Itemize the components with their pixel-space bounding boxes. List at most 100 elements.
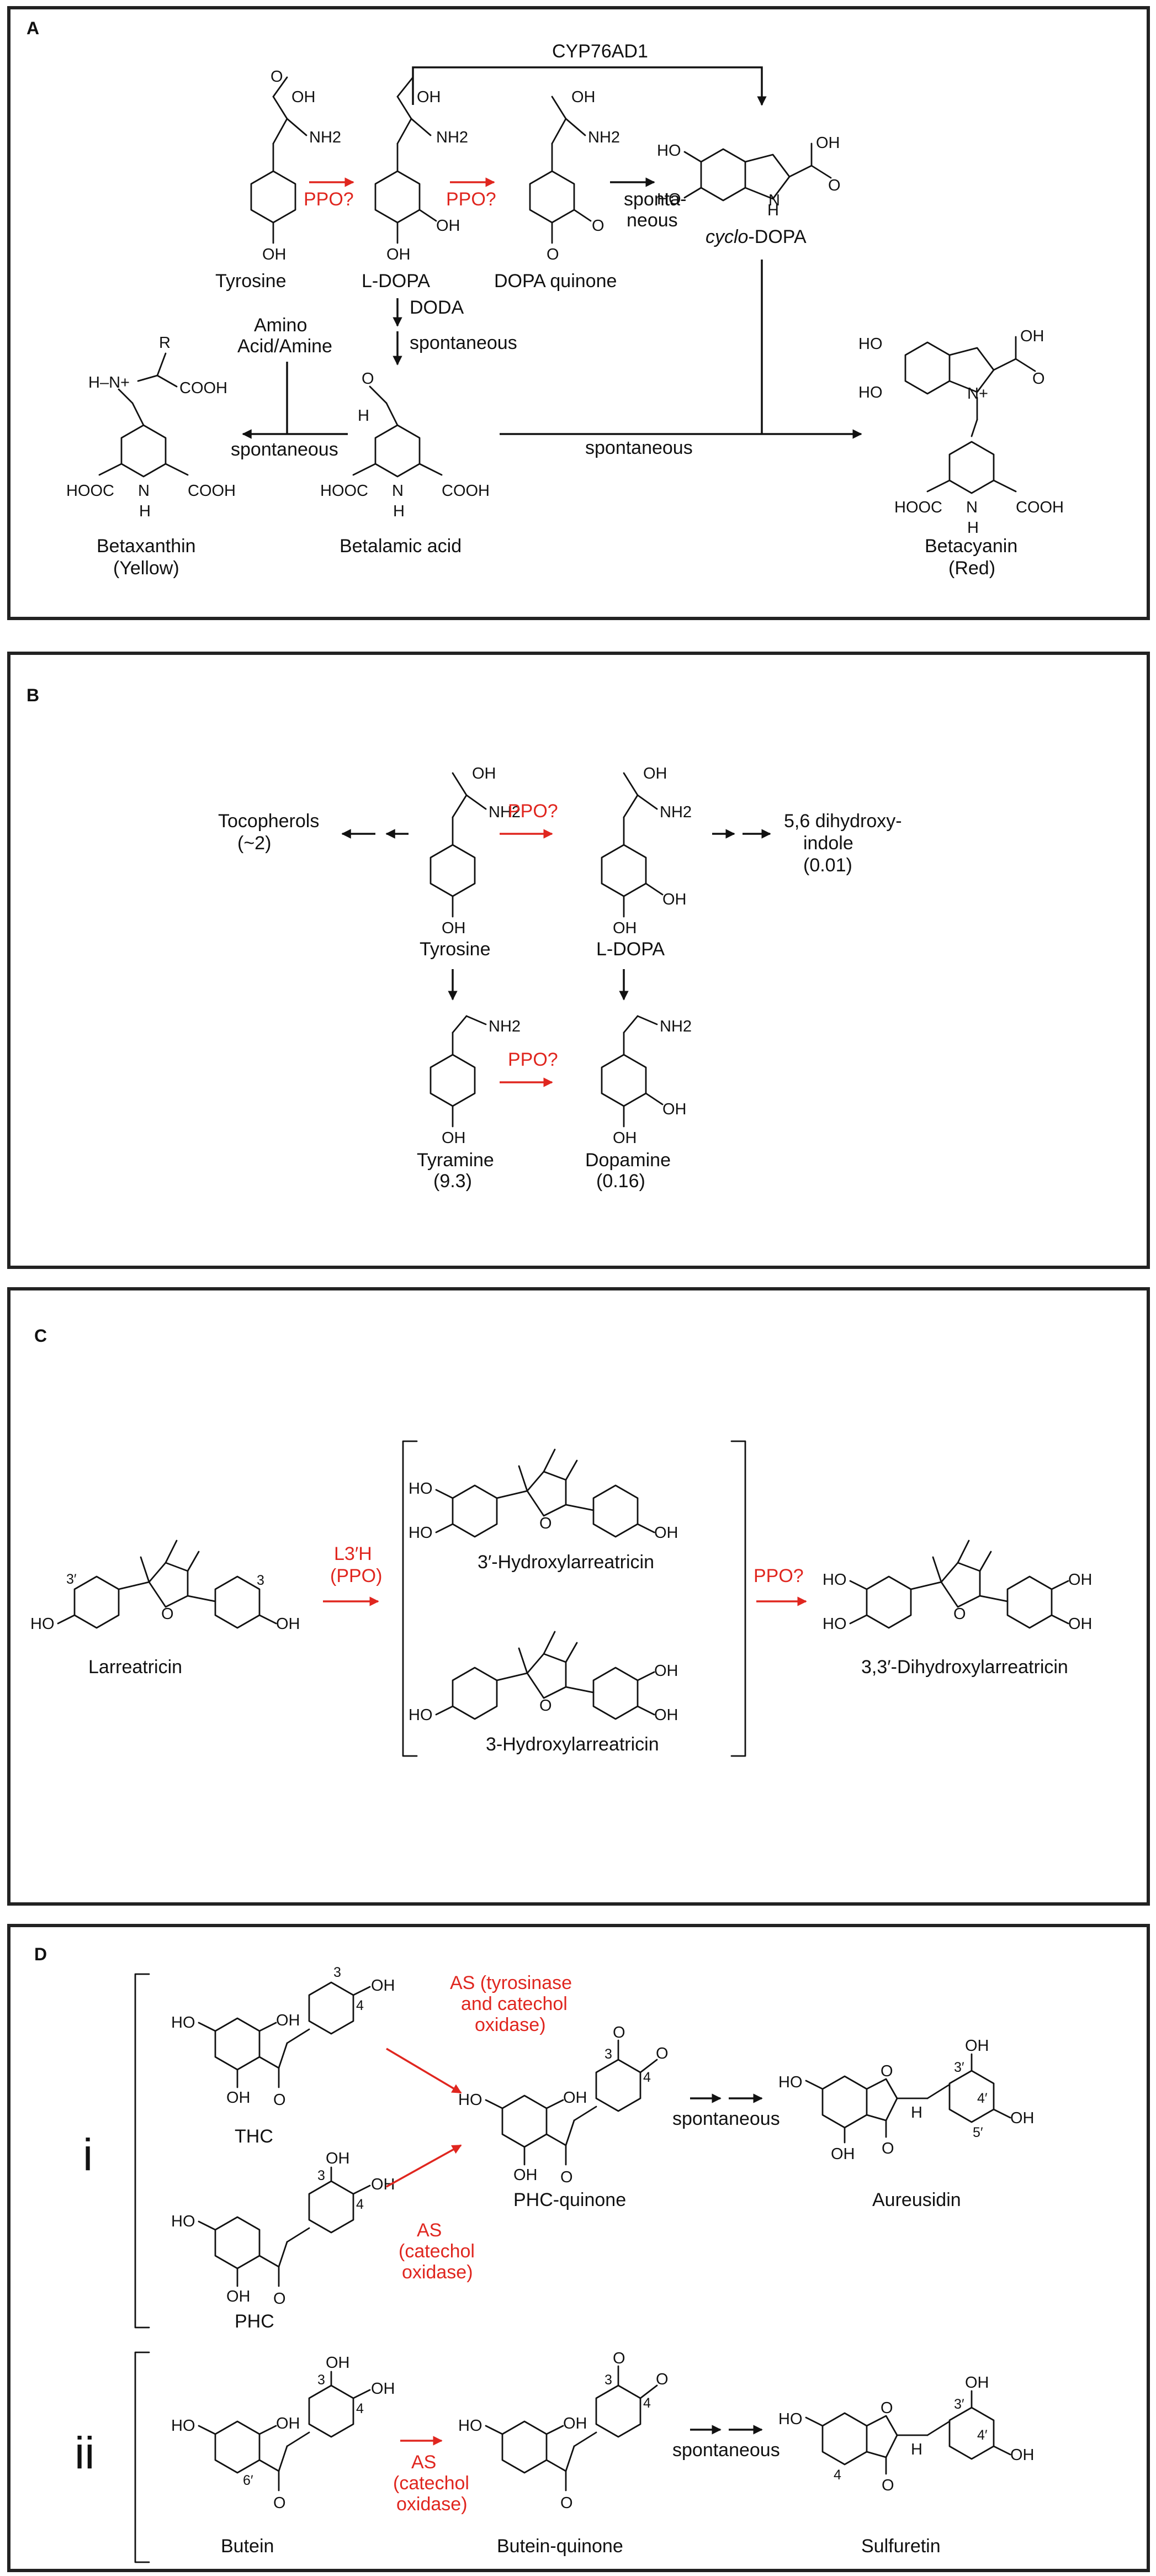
sulfuretin-structure: HO O O H OH OH 3′ 4′ 4: [778, 2374, 1035, 2494]
svg-text:OH: OH: [571, 88, 596, 106]
as3-label-3: oxidase): [396, 2494, 468, 2515]
svg-text:O: O: [613, 2024, 625, 2041]
svg-text:O: O: [560, 2168, 573, 2186]
spont-label-i: spontaneous: [672, 2108, 780, 2129]
svg-text:OH: OH: [965, 2037, 989, 2055]
svg-text:NH2: NH2: [660, 1018, 692, 1035]
svg-text:4: 4: [356, 2197, 364, 2212]
svg-text:3: 3: [604, 2046, 612, 2062]
svg-text:4: 4: [356, 2401, 364, 2416]
buteinquinone-label: Butein-quinone: [497, 2536, 623, 2557]
dopamine-label-1: Dopamine: [585, 1150, 671, 1171]
doda-label: DODA: [410, 297, 464, 318]
svg-text:O: O: [953, 1605, 966, 1623]
svg-text:HO: HO: [858, 335, 883, 353]
phc-label: PHC: [235, 2311, 274, 2332]
l3h-label-2: (PPO): [330, 1565, 382, 1586]
svg-text:HO: HO: [858, 384, 883, 401]
svg-text:H: H: [911, 2441, 922, 2458]
svg-text:H: H: [767, 202, 779, 219]
dopaquinone-label: DOPA quinone: [494, 271, 617, 292]
as3-label-1: AS: [411, 2452, 436, 2473]
svg-text:5′: 5′: [973, 2125, 983, 2140]
svg-text:O: O: [1032, 370, 1045, 388]
svg-text:NH2: NH2: [489, 803, 521, 821]
svg-text:HO: HO: [458, 2417, 482, 2435]
svg-text:OH: OH: [1010, 2109, 1035, 2127]
betalamic-label: Betalamic acid: [340, 536, 462, 557]
svg-text:OH: OH: [326, 2354, 350, 2372]
svg-text:OH: OH: [654, 1706, 678, 1724]
cyp76ad1-label: CYP76AD1: [552, 41, 648, 62]
svg-text:HO: HO: [657, 191, 681, 208]
svg-text:O: O: [882, 2477, 894, 2494]
svg-text:3: 3: [317, 2372, 325, 2388]
hydroxy3-label: 3-Hydroxylarreatricin: [486, 1734, 659, 1755]
svg-text:OH: OH: [831, 2145, 855, 2163]
indole-label-1: 5,6 dihydroxy-: [784, 811, 902, 832]
svg-text:O: O: [539, 1697, 552, 1715]
svg-text:3: 3: [317, 2168, 325, 2183]
panel-b: B OH NH2 OH Tyrosine Tocopherols (~2) PP…: [7, 652, 1150, 1269]
svg-text:OH: OH: [643, 765, 667, 782]
panel-c: C HO OH O 3′ 3 Larreatricin L3′H (PPO): [7, 1287, 1150, 1906]
svg-text:R: R: [159, 334, 171, 352]
svg-text:NH2: NH2: [309, 129, 341, 146]
panel-a-frame: [7, 6, 1150, 620]
svg-text:NH2: NH2: [660, 803, 692, 821]
svg-text:N: N: [392, 482, 404, 500]
betaxanthin-label-1: Betaxanthin: [97, 536, 196, 557]
panel-d: D i ii HO OH OH O OH 3 4 THC: [7, 1924, 1150, 2572]
svg-text:OH: OH: [1020, 327, 1044, 345]
svg-text:H: H: [911, 2104, 922, 2122]
svg-text:HO: HO: [778, 2410, 803, 2428]
svg-text:3′: 3′: [954, 2060, 964, 2075]
svg-text:NH2: NH2: [489, 1018, 521, 1035]
panel-a: A CYP76AD1 OH O NH2 OH Tyrosine PPO?: [7, 6, 1150, 620]
betacyanin-label-2: (Red): [948, 558, 995, 579]
svg-text:OH: OH: [276, 2415, 300, 2432]
svg-text:O: O: [656, 2371, 669, 2388]
svg-text:HOOC: HOOC: [320, 482, 368, 500]
svg-text:OH: OH: [654, 1662, 678, 1680]
thc-structure: HO OH OH O OH 3 4: [171, 1965, 395, 2109]
svg-text:O: O: [362, 370, 374, 388]
svg-text:H: H: [393, 502, 405, 520]
tocopherols-label-1: Tocopherols: [218, 811, 319, 832]
buteinquinone-structure: HO OH O O O 3 4: [458, 2350, 669, 2512]
svg-text:O: O: [273, 2091, 286, 2109]
spont-label-ii: spontaneous: [672, 2440, 780, 2461]
svg-text:HO: HO: [823, 1615, 847, 1633]
butein-label: Butein: [221, 2536, 274, 2557]
right-bracket: [730, 1440, 746, 1757]
tyrosine-label-b: Tyrosine: [420, 939, 491, 960]
ppo-label-b-top: PPO?: [508, 801, 558, 822]
svg-text:HO: HO: [778, 2074, 803, 2091]
svg-text:OH: OH: [226, 2089, 251, 2107]
ppo-label-c: PPO?: [754, 1565, 804, 1586]
betacyanin-label-1: Betacyanin: [925, 536, 1017, 557]
svg-text:OH: OH: [1068, 1615, 1093, 1633]
svg-text:4: 4: [643, 2070, 651, 2085]
sponta-label-2: neous: [627, 210, 678, 231]
svg-text:OH: OH: [1068, 1571, 1093, 1589]
ldopa-label-a: L-DOPA: [362, 271, 430, 292]
butein-structure: HO OH O OH OH 3 4 6′: [171, 2354, 395, 2512]
svg-text:N: N: [138, 482, 150, 500]
svg-text:O: O: [547, 246, 559, 263]
as1-label-1: AS (tyrosinase: [450, 1972, 572, 1993]
tocopherols-label-2: (~2): [237, 833, 271, 854]
spontaneous-right-label: spontaneous: [585, 437, 693, 458]
svg-text:HO: HO: [171, 2014, 195, 2032]
tyramine-label-1: Tyramine: [417, 1150, 494, 1171]
cyclodopa-structure: HO HO H N OH O: [657, 134, 841, 219]
hydroxy3p-structure: HO HO O OH: [409, 1448, 678, 1542]
roman-ii: ii: [75, 2428, 94, 2478]
svg-text:HO: HO: [409, 1706, 433, 1724]
sponta-label-1: sponta-: [624, 189, 686, 210]
svg-text:HO: HO: [30, 1615, 55, 1633]
bracket-ii: [134, 2351, 150, 2563]
aureusidin-structure: HO O O OH H OH OH 3′ 4′ 5′: [778, 2037, 1035, 2163]
panel-b-letter: B: [26, 685, 39, 705]
ldopa-label-b: L-DOPA: [596, 939, 665, 960]
